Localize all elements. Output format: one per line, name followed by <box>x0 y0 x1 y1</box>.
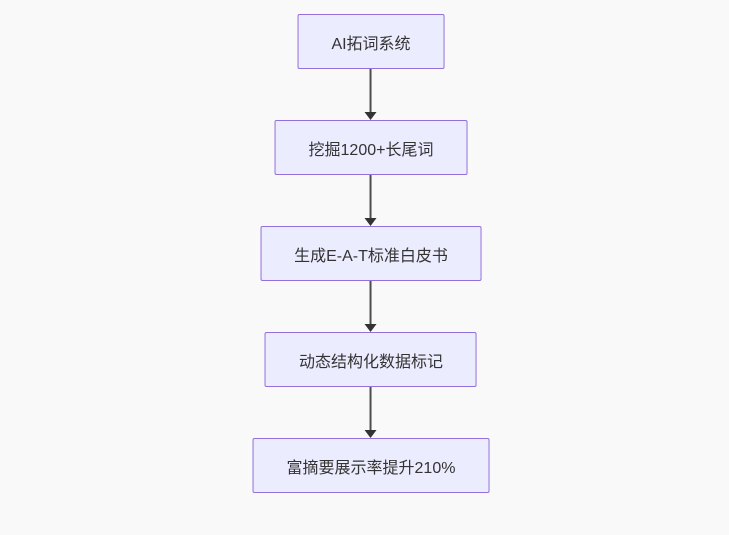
flow-node-step-2: 挖掘1200+长尾词 <box>274 120 468 175</box>
edge-line <box>370 175 372 218</box>
flow-node-step-3: 生成E-A-T标准白皮书 <box>260 226 482 281</box>
arrowhead-down-icon <box>365 430 377 438</box>
edge-step-4-to-step-5 <box>364 387 378 438</box>
edge-line <box>370 387 372 430</box>
edge-line <box>370 69 372 112</box>
arrowhead-down-icon <box>365 218 377 226</box>
edge-step-3-to-step-4 <box>364 281 378 332</box>
flow-node-label: 富摘要展示率提升210% <box>286 459 456 477</box>
flow-node-label: AI拓词系统 <box>331 35 411 53</box>
flow-node-label: 生成E-A-T标准白皮书 <box>294 247 448 265</box>
edge-line <box>370 281 372 324</box>
edge-step-1-to-step-2 <box>364 69 378 120</box>
flow-node-label: 动态结构化数据标记 <box>298 353 443 371</box>
flow-node-step-5: 富摘要展示率提升210% <box>252 438 490 493</box>
flow-node-label: 挖掘1200+长尾词 <box>308 141 434 159</box>
edge-step-2-to-step-3 <box>364 175 378 226</box>
flow-node-step-1: AI拓词系统 <box>297 14 445 69</box>
arrowhead-down-icon <box>365 112 377 120</box>
flowchart-column: AI拓词系统 挖掘1200+长尾词 生成E-A-T标准白皮书 动态结构化数据标记 <box>252 14 490 493</box>
arrowhead-down-icon <box>365 324 377 332</box>
flow-node-step-4: 动态结构化数据标记 <box>264 332 477 387</box>
